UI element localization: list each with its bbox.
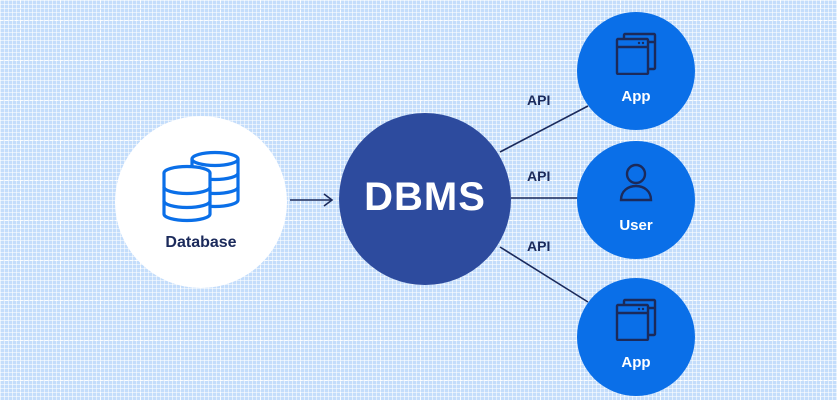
- grid-line: [0, 340, 837, 341]
- arrow-head: [323, 193, 334, 207]
- grid-line: [60, 0, 61, 400]
- user-node: User: [577, 141, 695, 259]
- grid-line: [540, 0, 541, 400]
- grid-line: [0, 60, 837, 61]
- grid-line: [0, 300, 837, 301]
- database-label: Database: [165, 234, 237, 251]
- grid-line: [780, 0, 781, 400]
- grid-line: [0, 100, 837, 101]
- database-icon: [162, 150, 240, 223]
- grid-line: [100, 0, 101, 400]
- app-window-icon: [615, 298, 657, 341]
- api-label-middle: API: [527, 168, 551, 184]
- grid-line: [820, 0, 821, 400]
- grid-line: [20, 0, 21, 400]
- grid-line: [740, 0, 741, 400]
- dbms-label: DBMS: [364, 175, 486, 219]
- api-label-top: API: [527, 92, 551, 108]
- api-label-bottom: API: [527, 238, 551, 254]
- grid-line: [0, 380, 837, 381]
- app-node-bottom: App: [577, 278, 695, 396]
- user-label: User: [619, 217, 653, 234]
- app-window-icon: [615, 32, 657, 75]
- dbms-to-app-bottom-line: [499, 246, 589, 303]
- app-label-bottom: App: [621, 354, 651, 371]
- dbms-node: DBMS: [339, 113, 511, 285]
- app-label-top: App: [621, 88, 651, 105]
- grid-line: [0, 20, 837, 21]
- grid-line: [700, 0, 701, 400]
- user-icon: [619, 163, 653, 202]
- database-node: Database: [115, 116, 287, 288]
- app-node-top: App: [577, 12, 695, 130]
- dbms-to-app-top-line: [499, 105, 589, 153]
